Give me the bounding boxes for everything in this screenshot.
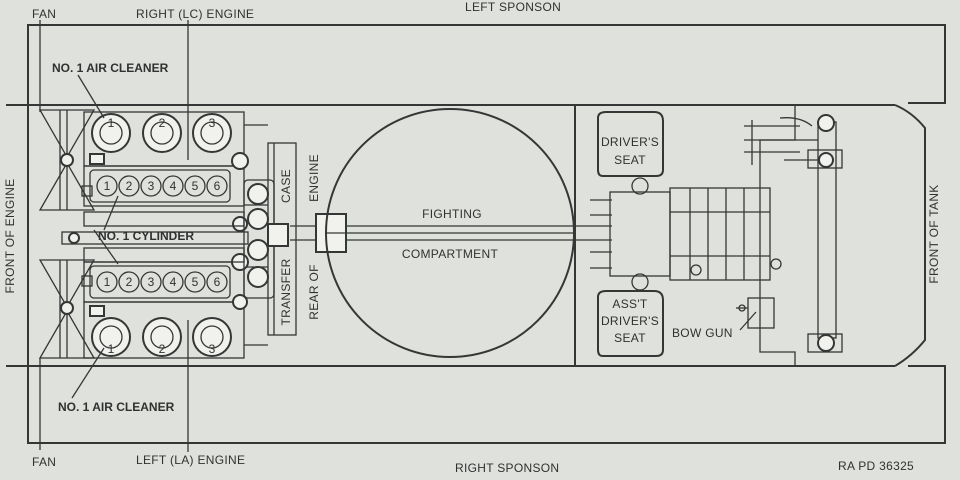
drivers-seat — [597, 111, 664, 177]
label-fighting: FIGHTING — [422, 207, 482, 221]
air-cleaner-bottom-label-3: 3 — [209, 342, 216, 356]
cylinder-bottom-label-1: 1 — [104, 275, 111, 289]
bow-gun — [736, 297, 775, 329]
cylinder-bottom-label-3: 3 — [148, 275, 155, 289]
asst-drivers-seat — [597, 290, 664, 357]
label-right-sponson: RIGHT SPONSON — [455, 461, 559, 475]
cylinder-bottom-label-4: 4 — [170, 275, 177, 289]
cylinder-top-label-1: 1 — [104, 179, 111, 193]
cylinder-bottom-label-2: 2 — [126, 275, 133, 289]
fighting-compartment — [325, 108, 575, 358]
top-fan — [38, 109, 96, 211]
label-front-of-tank: FRONT OF TANK — [927, 184, 941, 283]
label-fan-top: FAN — [32, 7, 56, 21]
label-asst-seat-2: DRIVER'S — [601, 314, 659, 328]
label-drivers-seat-2: SEAT — [614, 153, 646, 167]
label-right-engine: RIGHT (LC) ENGINE — [136, 7, 254, 21]
label-left-sponson: LEFT SPONSON — [465, 0, 561, 14]
cylinder-top-label-3: 3 — [148, 179, 155, 193]
label-no1-cylinder: NO. 1 CYLINDER — [98, 229, 194, 243]
label-asst-seat-3: SEAT — [614, 331, 646, 345]
air-cleaner-bottom-label-2: 2 — [159, 342, 166, 356]
cylinders-top: 1 2 3 4 5 6 — [96, 175, 228, 197]
label-reference: RA PD 36325 — [838, 459, 914, 473]
label-transfer: TRANSFER — [279, 258, 293, 325]
label-air-cleaner-bottom: NO. 1 AIR CLEANER — [58, 400, 175, 414]
cylinder-top-label-6: 6 — [214, 179, 221, 193]
right-sponson — [27, 365, 946, 444]
left-sponson — [27, 24, 946, 105]
cylinder-top-label-2: 2 — [126, 179, 133, 193]
label-front-of-engine: FRONT OF ENGINE — [3, 179, 17, 294]
air-cleaner-ducts — [81, 153, 105, 317]
air-cleaner-top-label-1: 1 — [108, 116, 115, 130]
cylinder-rod — [61, 231, 249, 245]
cylinder-top-label-4: 4 — [170, 179, 177, 193]
label-case: CASE — [279, 169, 293, 203]
label-engine-word: ENGINE — [307, 154, 321, 202]
cylinder-bottom-label-5: 5 — [192, 275, 199, 289]
air-cleaner-top-label-2: 2 — [159, 116, 166, 130]
transfer-case — [243, 142, 297, 336]
air-cleaners-bottom: 1 2 3 — [91, 317, 232, 357]
label-bow-gun: BOW GUN — [672, 326, 733, 340]
cylinder-bottom-label-6: 6 — [214, 275, 221, 289]
label-air-cleaner-top: NO. 1 AIR CLEANER — [52, 61, 169, 75]
steering-linkage — [744, 114, 843, 353]
label-drivers-seat-1: DRIVER'S — [601, 135, 659, 149]
air-cleaner-bottom-label-1: 1 — [108, 342, 115, 356]
air-cleaners-top: 1 2 3 — [91, 113, 232, 153]
cylinders-bottom: 1 2 3 4 5 6 — [96, 271, 228, 293]
bottom-fan — [38, 259, 96, 359]
cylinder-top-label-5: 5 — [192, 179, 199, 193]
label-fan-bottom: FAN — [32, 455, 56, 469]
transmission — [590, 177, 782, 291]
label-asst-seat-1: ASS'T — [612, 297, 648, 311]
driver-compartment-wall — [574, 105, 796, 366]
label-left-engine: LEFT (LA) ENGINE — [136, 453, 245, 467]
leader-lines — [39, 20, 757, 452]
hull-outline — [6, 104, 926, 367]
label-compartment: COMPARTMENT — [402, 247, 499, 261]
air-cleaner-top-label-3: 3 — [209, 116, 216, 130]
label-rear-of: REAR OF — [307, 264, 321, 319]
